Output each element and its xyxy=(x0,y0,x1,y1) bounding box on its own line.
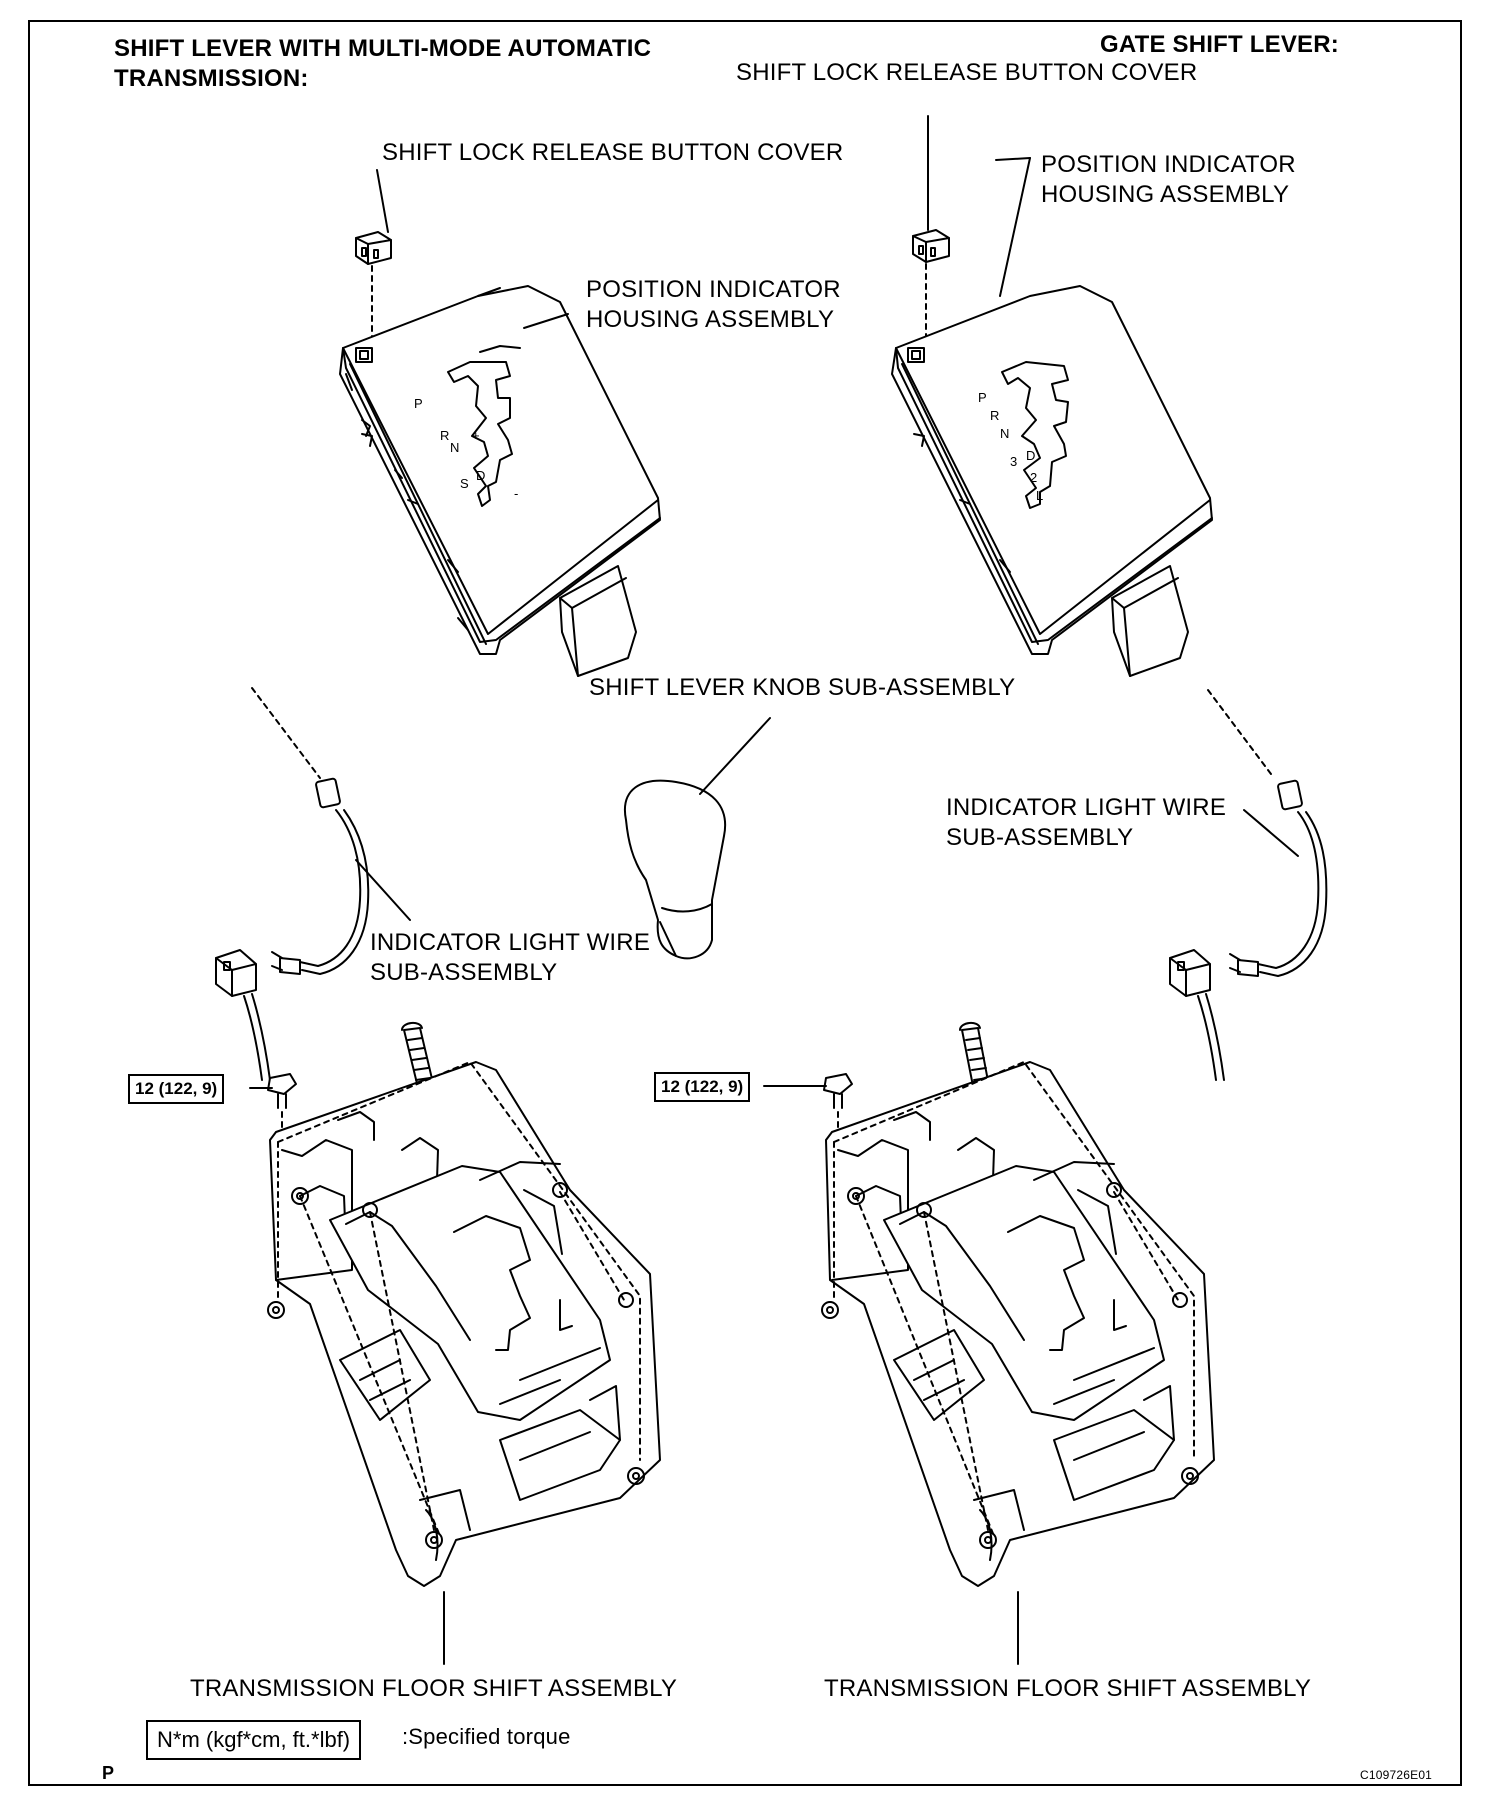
right-housing-label-line1: POSITION INDICATOR xyxy=(1041,151,1296,178)
right-gate-3: 3 xyxy=(1010,454,1018,469)
left-torque-spec: 12 (122, 9) xyxy=(128,1074,225,1104)
right-gate-p: P xyxy=(978,390,987,405)
left-gate-p: P xyxy=(414,396,423,411)
right-floor-shift-label: TRANSMISSION FLOOR SHIFT ASSEMBLY xyxy=(824,1675,1312,1702)
right-gate-n: N xyxy=(1000,426,1010,441)
right-title: GATE SHIFT LEVER: xyxy=(1100,31,1339,58)
right-floor-shift-assembly xyxy=(821,1022,1215,1665)
right-indicator-housing xyxy=(891,157,1213,677)
page-letter: P xyxy=(102,1763,115,1783)
torque-legend-box: N*m (kgf*cm, ft.*lbf) xyxy=(146,1720,362,1760)
left-gate-d: D xyxy=(476,468,486,483)
right-gate-2: 2 xyxy=(1030,470,1038,485)
left-wire-label-line1: INDICATOR LIGHT WIRE xyxy=(370,929,651,956)
diagram-border xyxy=(28,20,1462,1786)
right-gate-r: R xyxy=(990,408,1000,423)
left-button-cover-label: SHIFT LOCK RELEASE BUTTON COVER xyxy=(382,139,844,166)
left-floor-shift-assembly xyxy=(267,1022,661,1665)
left-title-line1: SHIFT LEVER WITH MULTI-MODE AUTOMATIC xyxy=(114,35,652,62)
right-gate-d: D xyxy=(1026,448,1036,463)
right-wire-label-line1: INDICATOR LIGHT WIRE xyxy=(946,794,1227,821)
left-gate-minus: - xyxy=(514,486,519,501)
left-indicator-wire xyxy=(215,687,411,1081)
left-title-line2: TRANSMISSION: xyxy=(114,65,309,92)
knob-label: SHIFT LEVER KNOB SUB-ASSEMBLY xyxy=(589,674,1016,701)
right-button-cover xyxy=(912,115,950,341)
left-gate-r: R xyxy=(440,428,450,443)
torque-legend-text: :Specified torque xyxy=(402,1724,571,1749)
left-gate-n: N xyxy=(450,440,460,455)
right-wire-label-line2: SUB-ASSEMBLY xyxy=(946,824,1134,851)
right-housing-label-line2: HOUSING ASSEMBLY xyxy=(1041,181,1290,208)
left-button-cover xyxy=(355,169,392,341)
left-gate-plus: + xyxy=(472,428,480,443)
left-gate-s: S xyxy=(460,476,469,491)
left-housing-label-line1: POSITION INDICATOR xyxy=(586,276,841,303)
left-indicator-housing xyxy=(339,285,661,677)
figure-id: C109726E01 xyxy=(1360,1768,1433,1782)
left-housing-label-line2: HOUSING ASSEMBLY xyxy=(586,306,835,333)
right-torque-spec: 12 (122, 9) xyxy=(654,1072,751,1102)
left-housing-leader xyxy=(523,313,569,329)
right-gate-l: L xyxy=(1036,488,1044,503)
right-button-cover-label: SHIFT LOCK RELEASE BUTTON COVER xyxy=(736,59,1198,86)
left-floor-shift-label: TRANSMISSION FLOOR SHIFT ASSEMBLY xyxy=(190,1675,678,1702)
right-indicator-wire xyxy=(1169,689,1328,1081)
shift-lever-knob xyxy=(623,717,771,960)
left-wire-label-line2: SUB-ASSEMBLY xyxy=(370,959,558,986)
